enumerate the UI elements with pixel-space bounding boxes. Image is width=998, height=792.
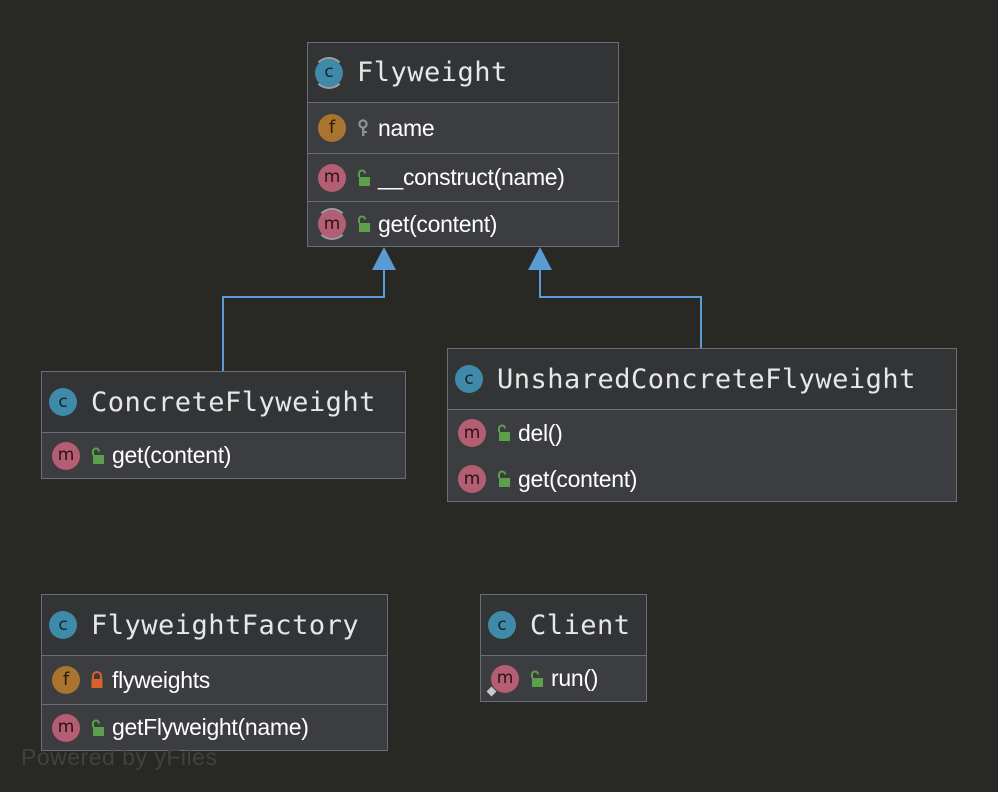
inheritance-arrowhead [528,247,552,270]
static-method-icon: m [486,664,519,696]
method-name: get(content) [112,442,232,468]
unlock-icon [354,168,372,188]
method-row[interactable]: m getFlyweight(name) [42,705,387,750]
method-icon: m [458,419,486,447]
lock-icon [88,670,106,690]
edge-concrete-to-flyweight [222,270,385,371]
class-icon: c [49,611,77,639]
field-icon: f [318,114,346,142]
key-icon [354,118,372,138]
method-icon: m [52,713,80,742]
unlock-icon [494,423,512,443]
class-flyweight-factory[interactable]: c FlyweightFactory f flyweights m getFly… [41,594,388,751]
method-name: del() [518,419,563,446]
class-concrete-flyweight[interactable]: c ConcreteFlyweight m get(content) [41,371,406,479]
methods-section: m run() [481,656,646,701]
class-header: c FlyweightFactory [42,595,387,656]
method-name: run() [551,665,599,691]
watermark: Powered by yFiles [21,744,218,770]
field-icon: f [52,666,80,694]
class-name: ConcreteFlyweight [91,386,376,418]
field-name: name [378,114,435,141]
class-header: c Flyweight [308,43,618,103]
edge-unshared-to-flyweight [539,270,702,348]
class-icon: c [455,365,483,393]
field-row[interactable]: f flyweights [42,656,387,704]
methods-section: m del() m get(content) [448,410,956,502]
fields-section: f name [308,103,618,154]
class-icon: c [49,388,77,416]
field-name: flyweights [112,666,210,693]
class-name: Flyweight [357,57,508,88]
method-row[interactable]: m run() [481,656,646,701]
method-name: get(content) [378,210,498,237]
class-flyweight[interactable]: c Flyweight f name m __construct(name) m… [307,42,619,247]
method-icon: m [318,163,346,192]
class-header: c Client [481,595,646,656]
unlock-icon [88,446,106,466]
method-name: get(content) [518,465,638,492]
method-row[interactable]: m get(content) [42,433,405,478]
method-name: getFlyweight(name) [112,714,309,740]
abstract-method-icon: m [316,208,348,240]
methods-section: m __construct(name) [308,154,618,202]
class-unshared-concrete-flyweight[interactable]: c UnsharedConcreteFlyweight m del() m ge… [447,348,957,502]
diamond-icon [486,686,497,696]
unlock-icon [354,214,372,234]
methods-section: m getFlyweight(name) [42,705,387,750]
methods-section: m get(content) [308,202,618,246]
unlock-icon [88,718,106,738]
inheritance-arrowhead [372,247,396,270]
method-row[interactable]: m __construct(name) [308,154,618,201]
class-name: UnsharedConcreteFlyweight [497,363,916,395]
class-header: c UnsharedConcreteFlyweight [448,349,956,410]
field-row[interactable]: f name [308,103,618,153]
method-row[interactable]: m get(content) [448,456,956,502]
class-icon: c [488,611,516,639]
abstract-class-icon: c [313,56,345,89]
unlock-icon [527,669,545,689]
class-name: FlyweightFactory [91,609,360,641]
class-name: Client [530,609,631,641]
method-row[interactable]: m del() [448,410,956,456]
class-header: c ConcreteFlyweight [42,372,405,433]
method-row[interactable]: m get(content) [308,202,618,246]
method-icon: m [458,465,486,493]
fields-section: f flyweights [42,656,387,705]
method-name: __construct(name) [378,164,565,190]
unlock-icon [494,469,512,489]
method-icon: m [52,441,80,470]
methods-section: m get(content) [42,433,405,478]
class-client[interactable]: c Client m run() [480,594,647,702]
